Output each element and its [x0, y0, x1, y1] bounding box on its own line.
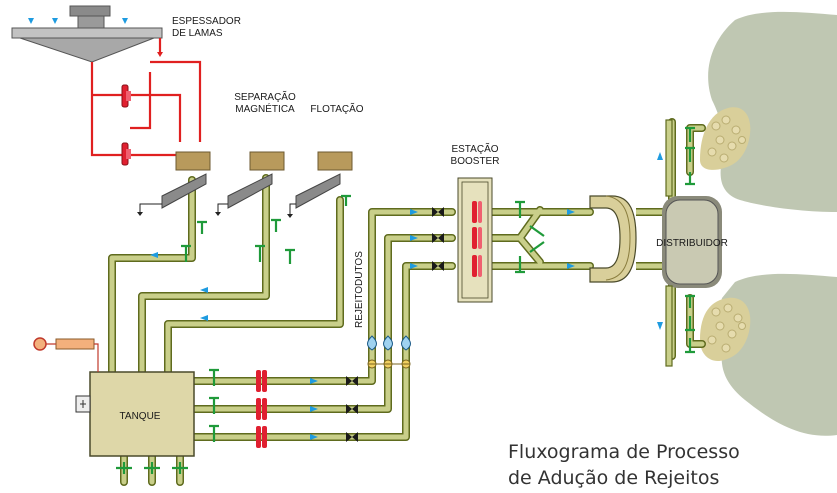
label-espessador: ESPESSADOR: [172, 16, 241, 27]
label-estacao: ESTAÇÃO: [451, 142, 498, 155]
valve-icon: [515, 256, 525, 274]
label-tanque: TANQUE: [120, 411, 161, 422]
pipelines: [108, 118, 706, 486]
gate-valve-icon: [346, 376, 358, 386]
unit-2: [215, 151, 285, 216]
valve-icon: [209, 396, 219, 414]
label-flotacao: FLOTAÇÃO: [310, 102, 363, 115]
valve-icon: [116, 462, 132, 474]
label-booster: BOOSTER: [451, 156, 500, 167]
valves: [116, 126, 695, 474]
tank: [33, 337, 195, 457]
pump-icon: [256, 398, 267, 420]
label-rejeitodutos: REJEITODUTOS: [354, 251, 365, 328]
flow-arrow-icon: [310, 434, 318, 440]
valve-icon: [341, 194, 351, 206]
valve-icon: [209, 368, 219, 386]
flow-arrow-icon: [657, 322, 663, 330]
valve-icon: [172, 462, 188, 474]
valve-icon: [685, 294, 695, 308]
valve-icon: [685, 172, 695, 186]
valve-icon: [685, 338, 695, 354]
pump-icon: [256, 370, 267, 392]
flow-arrow-icon: [310, 378, 318, 384]
gate-valves: [346, 207, 444, 442]
flow-arrow-icon: [567, 263, 575, 269]
flow-arrow-icon: [410, 263, 418, 269]
gate-valve-icon: [346, 432, 358, 442]
flow-arrows: [150, 152, 663, 440]
manifold: [589, 195, 664, 283]
feed-pump-1: [121, 84, 131, 108]
valve-icon: [685, 126, 695, 142]
rock-pile-upper: [700, 107, 751, 170]
feed-pump-2: [121, 142, 131, 166]
tailings-dam-upper: [708, 11, 837, 213]
feed-arrow-icon: [157, 52, 163, 57]
line-indicators: [367, 335, 411, 369]
flow-arrow-icon: [200, 315, 208, 321]
flow-arrow-icon: [310, 406, 318, 412]
flow-arrow-icon: [657, 152, 663, 160]
flow-arrow-icon: [410, 209, 418, 215]
valve-icon: [255, 244, 265, 262]
caption-line-2: de Adução de Rejeitos: [508, 467, 719, 489]
gate-valve-icon: [432, 261, 444, 271]
label-separacao: SEPARAÇÃO: [234, 90, 296, 103]
valve-icon: [685, 146, 695, 162]
valve-icon: [529, 225, 545, 237]
unit-3: [287, 151, 353, 218]
valve-icon: [529, 241, 545, 253]
pumps: [256, 201, 482, 448]
label-de-lamas: DE LAMAS: [172, 28, 223, 39]
label-magnetica: MAGNÉTICA: [235, 102, 295, 115]
flow-arrow-icon: [200, 287, 208, 293]
tailings-dam-lower: [720, 273, 837, 436]
dam-headers: [665, 119, 673, 367]
valve-icon: [271, 218, 281, 232]
valve-icon: [515, 200, 525, 218]
valve-icon: [197, 220, 207, 234]
label-distribuidor: DISTRIBUIDOR: [656, 238, 728, 249]
gate-valve-icon: [432, 207, 444, 217]
distributor: [662, 196, 722, 288]
pump-icon: [256, 426, 267, 448]
red-feed-lines: [90, 38, 202, 157]
gate-valve-icon: [432, 233, 444, 243]
valve-icon: [685, 316, 695, 332]
flow-arrow-icon: [567, 209, 575, 215]
unit-1: [137, 151, 211, 216]
pump-icon: [472, 227, 482, 249]
valve-icon: [181, 244, 191, 262]
valve-icon: [144, 462, 160, 474]
valve-icon: [209, 424, 219, 442]
rock-pile-lower: [700, 297, 751, 362]
pump-icon: [472, 201, 482, 223]
caption-line-1: Fluxograma de Processo: [508, 441, 740, 463]
flow-arrow-icon: [410, 235, 418, 241]
gate-valve-icon: [346, 404, 358, 414]
flow-arrow-icon: [150, 252, 158, 258]
pump-icon: [472, 255, 482, 277]
thickener: [11, 5, 163, 63]
valve-icon: [285, 248, 295, 264]
